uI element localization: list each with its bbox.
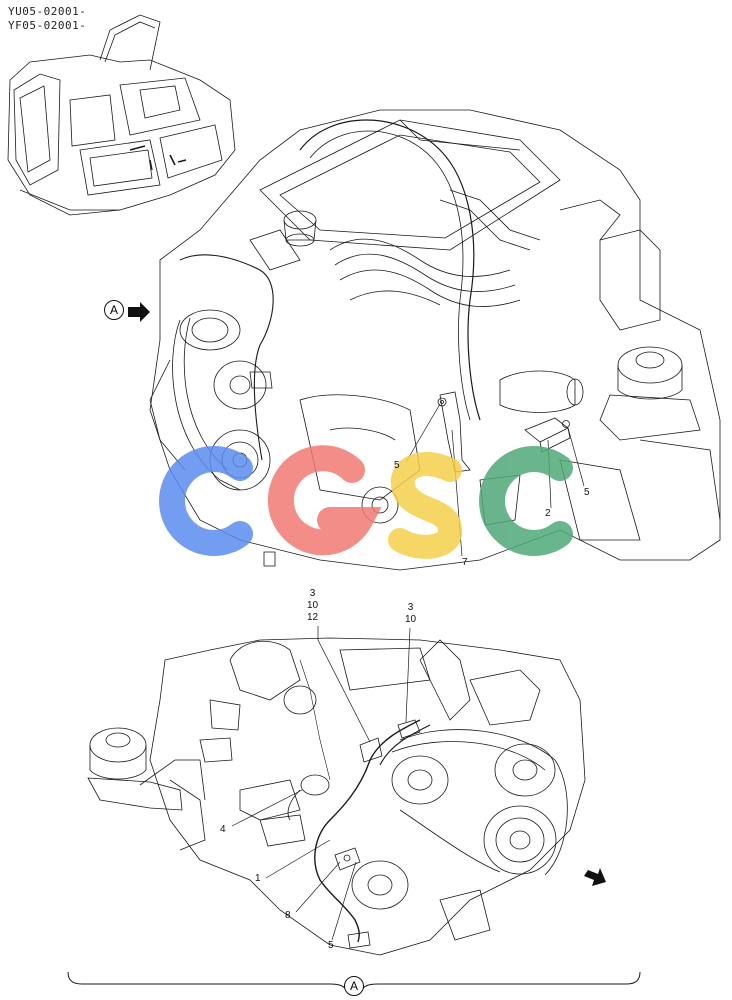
serial-number-2: YF05-02001-	[8, 19, 87, 32]
direction-arrow-icon	[584, 868, 606, 886]
view-a-bracket	[67, 971, 641, 991]
callout-8: 8	[285, 910, 291, 921]
serial-number-1: YU05-02001-	[8, 5, 87, 18]
view-a-marker: A	[104, 300, 124, 320]
callout-2: 2	[545, 508, 551, 519]
callout-5-lower: 5	[328, 940, 334, 951]
machine-overview-illustration	[7, 14, 236, 216]
callout-4: 4	[220, 824, 226, 835]
engine-lower-view	[87, 637, 586, 956]
lower-leader-lines	[231, 626, 411, 941]
callout-3-10: 3 10	[405, 602, 417, 625]
callout-5-upper: 5	[394, 460, 400, 471]
callout-3-10-12: 3 10 12	[307, 588, 319, 623]
callout-7: 7	[462, 557, 468, 568]
callout-1: 1	[255, 873, 261, 884]
watermark-logo	[159, 445, 573, 559]
callout-5-right: 5	[584, 487, 590, 498]
view-a-arrow-icon	[128, 302, 150, 322]
view-a-marker-bottom: A	[344, 976, 364, 996]
